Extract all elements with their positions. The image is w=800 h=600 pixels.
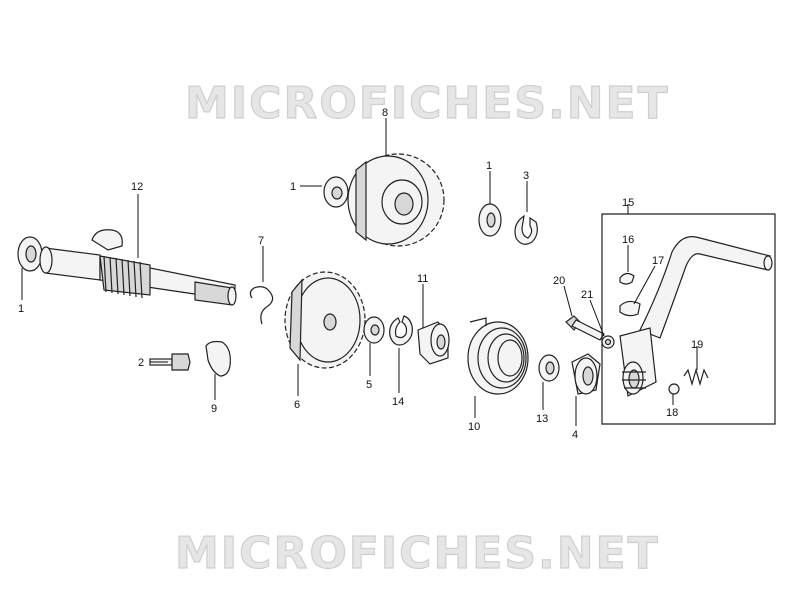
watermark-bottom: MICROFICHES.NET <box>175 528 660 579</box>
callout-11: 11 <box>417 273 428 285</box>
part-clip-16 <box>619 272 635 285</box>
callout-21: 21 <box>581 289 593 301</box>
group-15-box <box>601 213 776 425</box>
leader-lines <box>21 118 698 426</box>
part-gear-large <box>347 153 445 247</box>
callout-1-right: 1 <box>486 160 492 172</box>
part-circlip-3 <box>514 214 538 245</box>
part-washer-left <box>17 236 43 272</box>
callout-17: 17 <box>652 255 664 267</box>
callout-4: 4 <box>572 429 578 441</box>
part-clip-spring <box>249 286 274 325</box>
part-stopper-plate <box>205 340 231 377</box>
part-washer-right <box>478 203 502 237</box>
callout-20: 20 <box>553 275 565 287</box>
part-spring-19 <box>683 367 709 387</box>
callout-1-left: 1 <box>18 303 24 315</box>
callout-10: 10 <box>468 421 480 433</box>
callout-9: 9 <box>211 403 217 415</box>
callout-1-upper: 1 <box>290 181 296 193</box>
callout-2: 2 <box>138 357 144 369</box>
callouts: 1 12 7 2 9 6 1 8 5 14 11 10 13 4 1 3 20 … <box>18 107 703 441</box>
part-bolt-20 <box>565 315 605 341</box>
callout-12: 12 <box>131 181 143 193</box>
part-spring-10 <box>467 317 529 395</box>
part-ball-18 <box>668 383 680 395</box>
part-circlip-14 <box>389 315 413 346</box>
part-washer-5 <box>363 316 385 344</box>
part-clip-17 <box>619 300 641 317</box>
callout-8: 8 <box>382 107 388 119</box>
callout-5: 5 <box>366 379 372 391</box>
callout-14: 14 <box>392 396 404 408</box>
callout-15: 15 <box>622 197 634 209</box>
callout-16: 16 <box>622 234 634 246</box>
callout-13: 13 <box>536 413 548 425</box>
part-washer-13 <box>538 354 560 382</box>
watermark-top: MICROFICHES.NET <box>185 78 670 129</box>
callout-18: 18 <box>666 407 678 419</box>
callout-7: 7 <box>258 235 264 247</box>
part-gear-medium <box>284 271 366 369</box>
part-bushing-4 <box>571 353 601 395</box>
part-kickstart-shaft <box>39 229 237 306</box>
part-kick-lever <box>619 236 773 397</box>
callout-3: 3 <box>523 170 529 182</box>
callout-6: 6 <box>294 399 300 411</box>
part-nut-21 <box>601 335 615 349</box>
callout-19: 19 <box>691 339 703 351</box>
part-washer-upper <box>323 176 349 208</box>
part-collar-11 <box>417 321 450 365</box>
